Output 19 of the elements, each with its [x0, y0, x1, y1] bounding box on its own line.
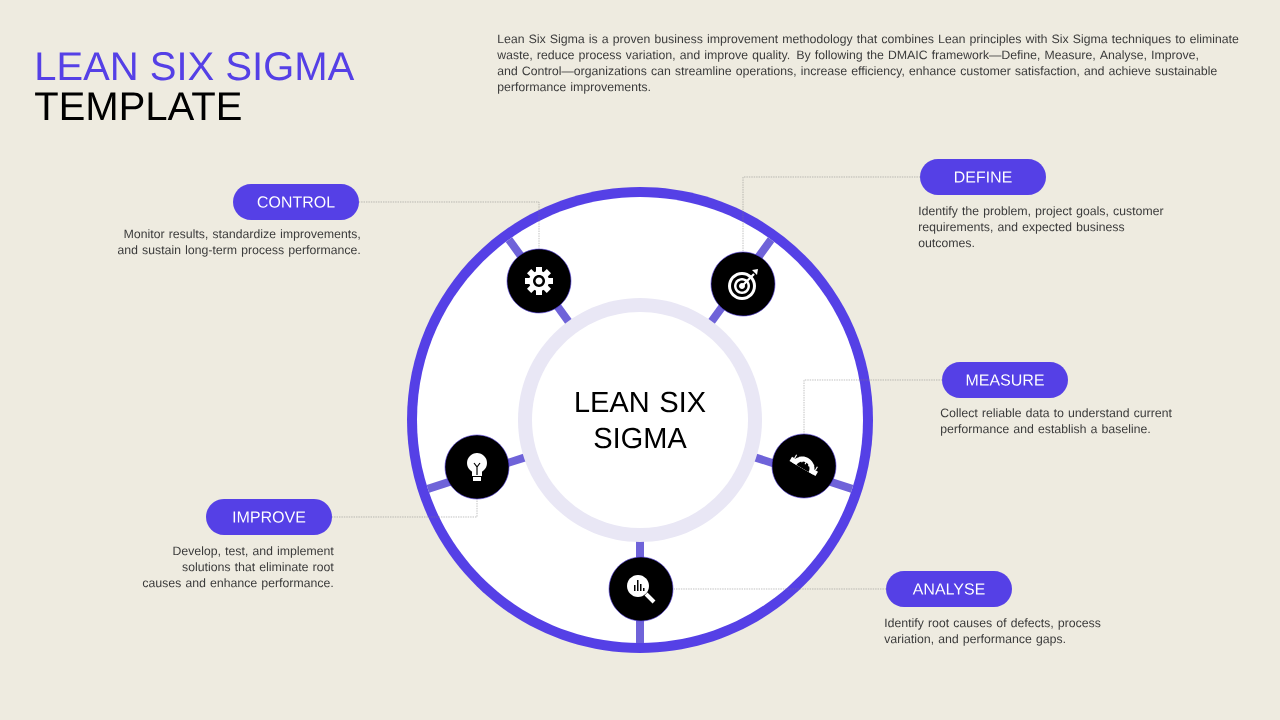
icon-circle	[771, 433, 837, 499]
intro-paragraph: Lean Six Sigma is a proven business improvement methodology that combines Lean principles with Six Sigma techniques to eliminate waste, reduce process variation, and improve quality. By following the DMAIC framework—Define, Measure, Analyse, Improve, and Control—organizations can streamline operations, increase efficiency, enhance customer satisfaction, and achieve sustainable performance improvements.	[497, 34, 1239, 94]
leader-line	[331, 498, 478, 518]
step-description: Collect reliable data to understand current performance and establish a baseline.	[940, 408, 1172, 436]
title: TEMPLATE	[35, 92, 241, 120]
node-label: LEAN SIX SIGMA	[576, 391, 706, 449]
leader-line	[358, 201, 540, 250]
leader-line	[742, 176, 921, 253]
step-pill: DEFINE	[920, 159, 1046, 195]
icon-circle	[444, 434, 510, 500]
step-description: Develop, test, and implement solutions that eliminate root causes and enhance performance.	[142, 546, 334, 590]
step-description: Monitor results, standardize improvements, and sustain long-term process performance.	[117, 229, 360, 257]
step-pill: ANALYSE	[886, 571, 1012, 607]
step-pill: CONTROL	[233, 184, 359, 220]
step-description: Identify root causes of defects, process variation, and performance gaps.	[884, 618, 1101, 646]
step-description: Identify the problem, project goals, customer requirements, and expected business outcomes.	[918, 206, 1164, 248]
leader-line	[803, 379, 943, 435]
title: LEAN SIX SIGMA	[37, 52, 355, 81]
step-pill: MEASURE	[942, 362, 1068, 398]
